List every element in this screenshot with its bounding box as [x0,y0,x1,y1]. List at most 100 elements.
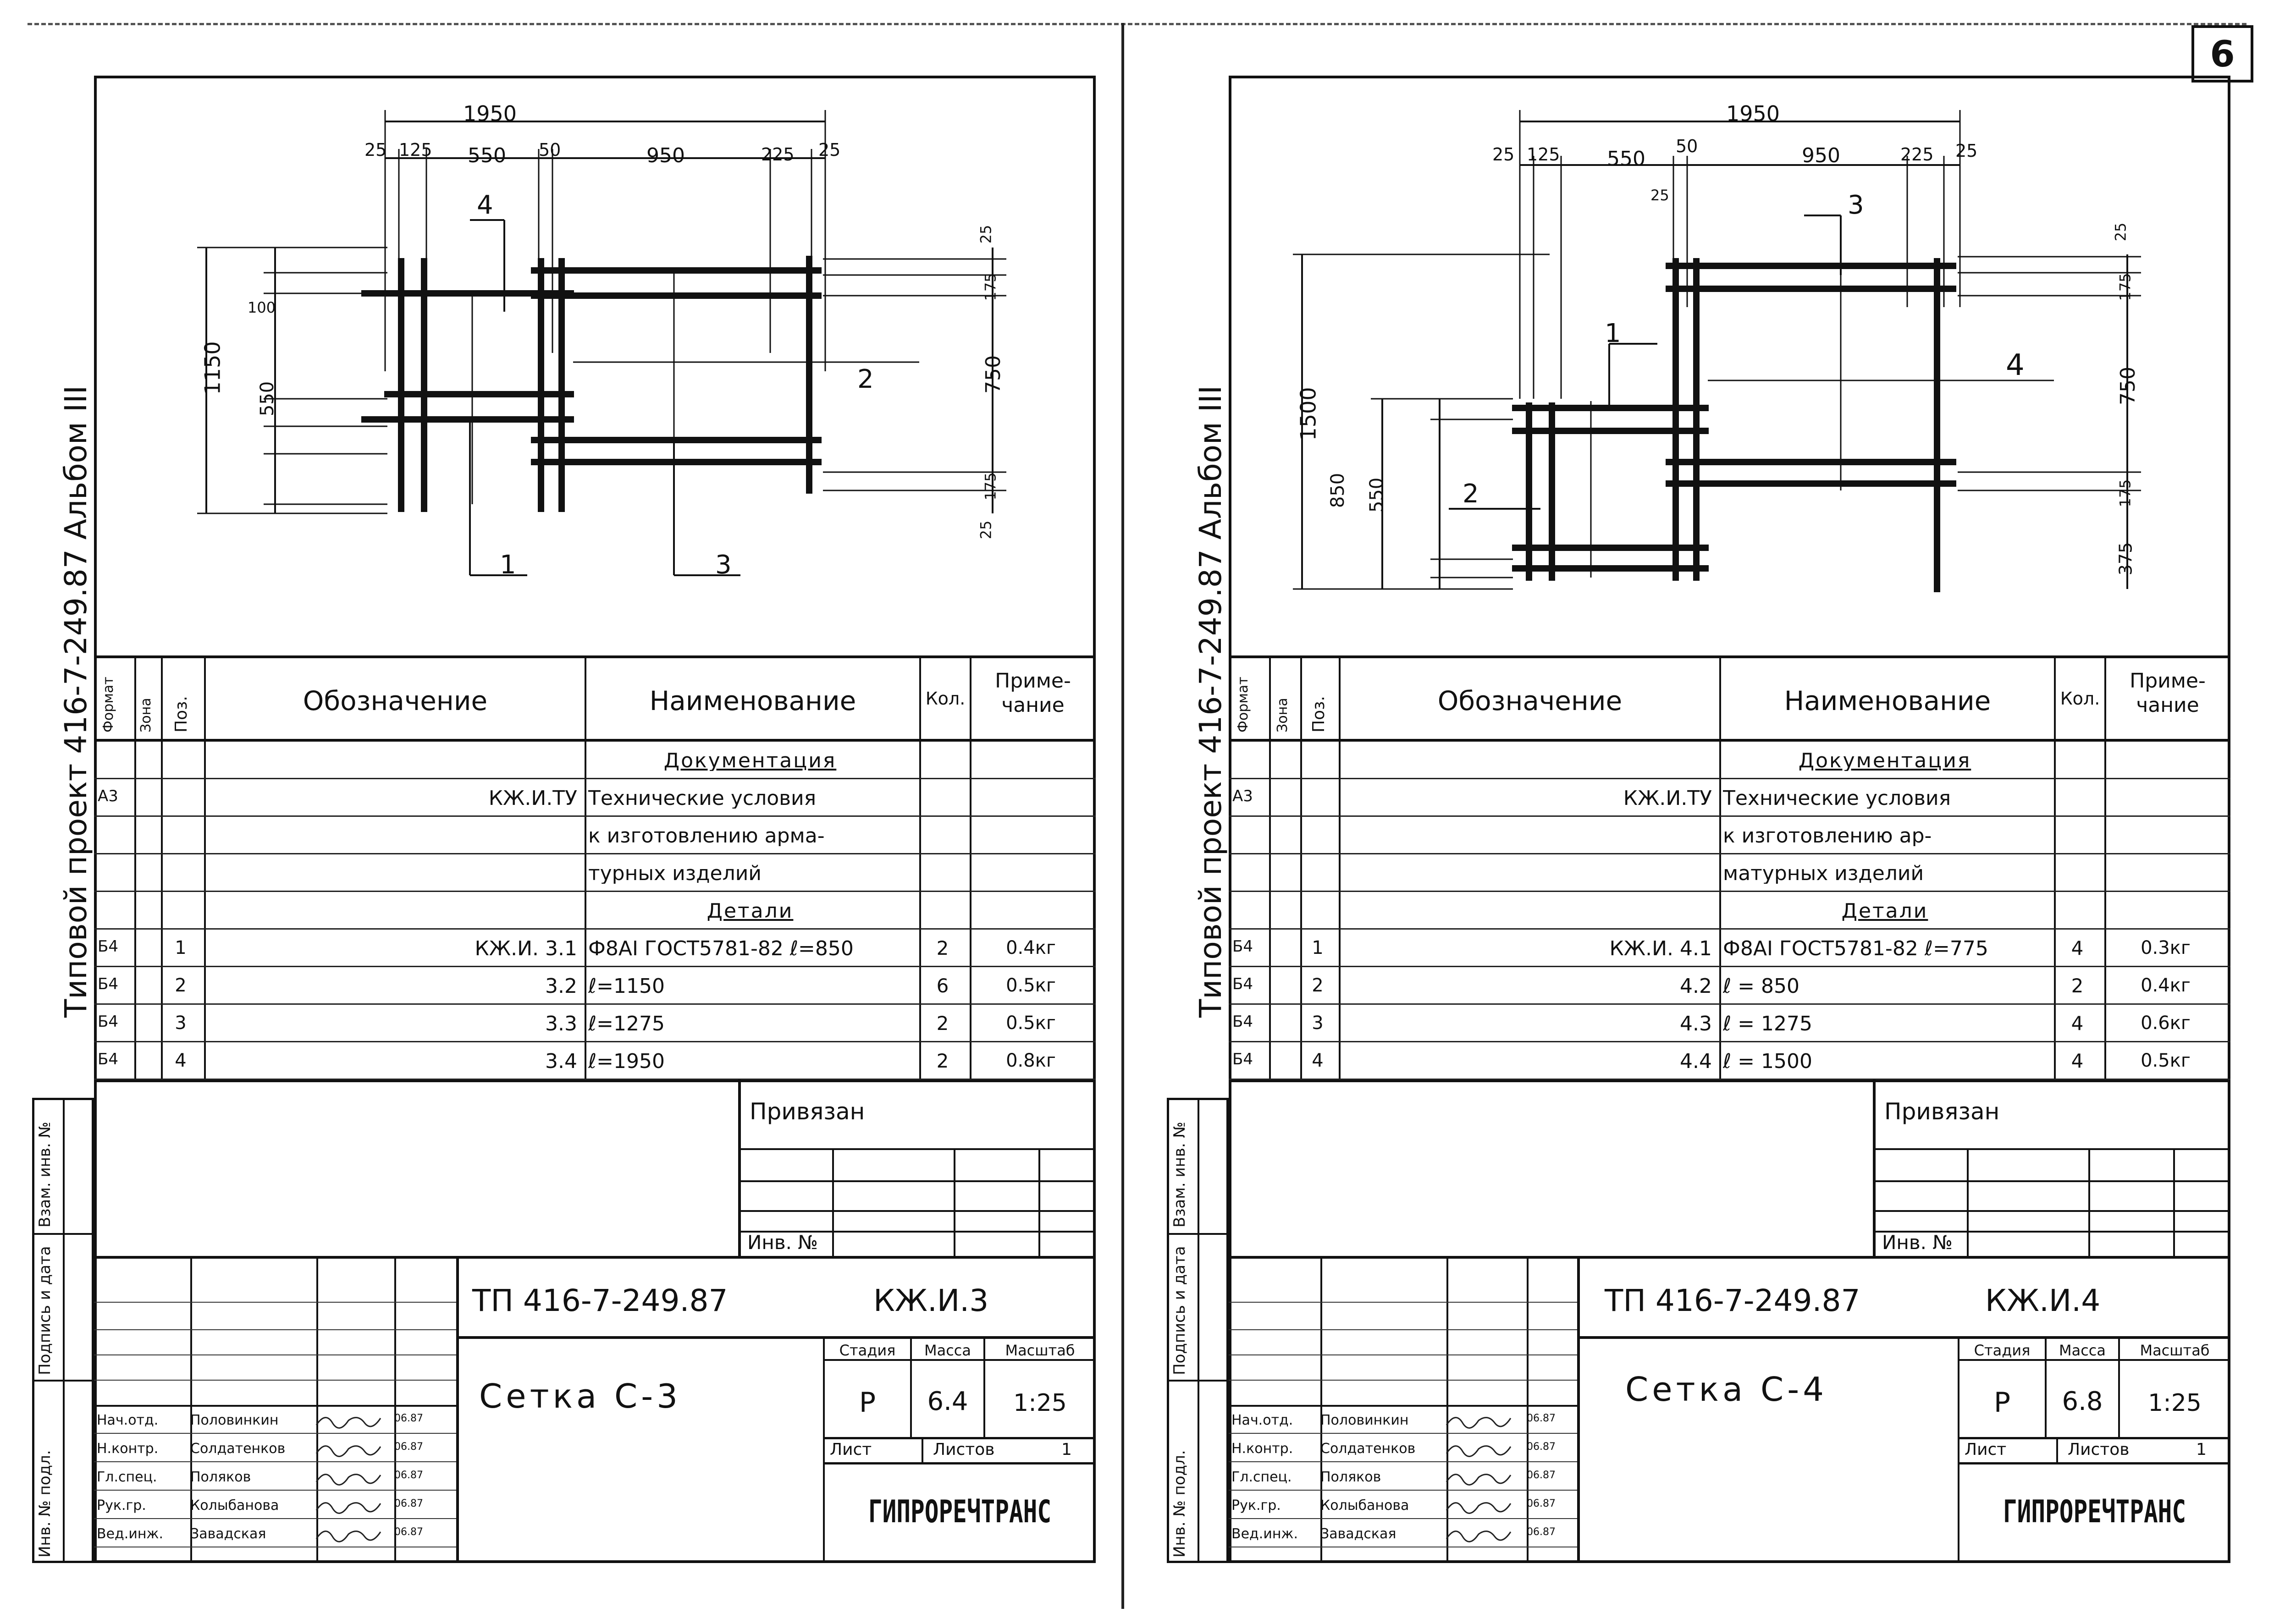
staff-row-line [94,1518,456,1519]
spec-cell-name: ℓ=1150 [588,976,665,996]
spec-cell-name: ℓ=1950 [588,1051,665,1072]
staff-role: Гл.спец. [97,1469,157,1485]
strip-label-sign: Подпись и дата [36,1246,54,1375]
scale-value: 1:25 [2148,1389,2202,1417]
dim-left-mid: 850 [1327,473,1349,508]
spec-row-line [94,1041,1096,1042]
staff-name: Поляков [1320,1469,1381,1485]
callout-number: 4 [2006,348,2025,382]
sheet-frame [1229,76,2230,1563]
spec-col-designation: Обозначение [1437,685,1623,716]
spec-cell-qty: 4 [2071,1014,2084,1033]
spec-cell-name: Технические условия [1723,788,1951,809]
spec-cell-qty: 2 [936,1051,949,1071]
sheet-number: 6 [2210,34,2235,75]
spec-row-line [1229,778,2230,779]
spec-cell-note: 0.5кг [1006,976,1056,995]
staff-row-line [1229,1433,1577,1434]
signature-scribble [1446,1474,1512,1486]
staff-date: 06.87 [1527,1470,1556,1481]
dim-top-part: 50 [539,140,561,160]
spec-cell-note: 0.4кг [1006,939,1056,957]
spec-cell-format: Б4 [98,939,118,954]
project-code: ТП 416-7-249.87 [472,1283,728,1318]
dim-top-part: 25 [364,140,387,160]
spec-row-line [94,853,1096,854]
staff-row-line [94,1461,456,1462]
staff-date: 06.87 [394,1498,423,1509]
signature-scribble [315,1530,381,1542]
spec-cell-qty: 4 [2071,1051,2084,1071]
staff-name: Завадская [190,1526,266,1542]
staff-role: Нач.отд. [1231,1412,1293,1428]
stage-label: Стадия [839,1342,896,1359]
spec-cell-name: Ф8АI ГОСТ5781-82 ℓ=775 [1723,939,1988,959]
dim-left-inner: 100 [248,299,276,316]
dim-right: 25 [977,520,995,539]
privyazan-label: Привязан [750,1098,865,1125]
dim-top-part: 25 [1955,141,1978,161]
spec-cell-qty: 2 [936,939,949,958]
strip-label-inv: Взам. инв. № [36,1122,54,1228]
spec-row-line [1229,1079,2230,1080]
spec-row-line [94,891,1096,892]
strip-label-podl: Инв. № подл. [1170,1450,1189,1558]
signature-scribble [315,1502,381,1514]
dim-top-part: 550 [1607,147,1645,171]
spec-row-line [1229,966,2230,967]
callout-number: 1 [1605,319,1621,348]
staff-date: 06.87 [1527,1413,1556,1424]
staff-date: 06.87 [394,1441,423,1453]
spec-cell-name: ℓ = 850 [1723,976,1799,996]
staff-date: 06.87 [1527,1498,1556,1509]
staff-role: Рук.гр. [97,1497,146,1514]
spec-cell-qty: 4 [2071,939,2084,958]
top-cut-line [28,23,2246,25]
spec-cell-designation: КЖ.И. 3.1 [475,939,577,959]
dim-right: 375 [2115,542,2136,576]
doc-code: КЖ.И.3 [873,1283,989,1318]
spec-cell-name: Технические условия [588,788,817,809]
spec-col-zone: Зона [138,698,154,732]
staff-name: Солдатенков [190,1441,286,1457]
scale-label: Масштаб [1005,1342,1075,1359]
staff-name: Колыбанова [190,1497,279,1514]
staff-date: 06.87 [394,1526,423,1538]
spec-cell-name: ℓ = 1275 [1723,1014,1812,1034]
staff-name: Половинкин [1320,1412,1409,1428]
mass-value: 6.8 [2062,1387,2103,1416]
spec-row-line [94,928,1096,930]
mass-value: 6.4 [927,1387,968,1416]
spec-cell-name: Документация [663,751,837,771]
spec-col-format: Формат [100,677,116,732]
spec-cell-name: Документация [1798,751,1971,771]
sheets-label: Листов [2068,1440,2130,1459]
dim-top-part: 550 [468,144,506,167]
dim-right: 25 [2112,222,2130,242]
spec-col-designation: Обозначение [303,685,488,716]
dim-top-part: 950 [1802,144,1840,167]
spec-cell-designation: КЖ.И.ТУ [488,788,577,809]
spec-row-line [94,966,1096,967]
sheets-label: Листов [933,1440,995,1459]
spec-col-pos: Поз. [172,696,191,732]
spec-cell-note: 0.8кг [1006,1051,1056,1070]
spec-cell-name: ℓ = 1500 [1723,1051,1812,1072]
spec-cell-format: А3 [1232,788,1253,804]
staff-role: Н.контр. [97,1441,159,1457]
dim-left-outer: 1150 [200,341,225,395]
spec-cell-note: 0.5кг [2141,1051,2191,1070]
callout-number: 1 [500,550,516,580]
staff-name: Колыбанова [1320,1497,1409,1514]
mass-label: Масса [2059,1342,2106,1359]
sheet-label: Лист [1965,1440,2007,1459]
staff-row-line [94,1433,456,1434]
spec-cell-format: Б4 [1232,1014,1253,1029]
sheet-number-box [2191,25,2253,83]
spec-cell-designation: 4.2 [1680,976,1712,996]
staff-role: Вед.инж. [97,1526,163,1542]
dim-right: 750 [981,355,1005,394]
side-caption-area: Типовой проект 416-7-249.87 Альбом III [1192,78,1229,1022]
dim-top-part: 25 [1492,144,1515,165]
staff-date: 06.87 [1527,1526,1556,1538]
